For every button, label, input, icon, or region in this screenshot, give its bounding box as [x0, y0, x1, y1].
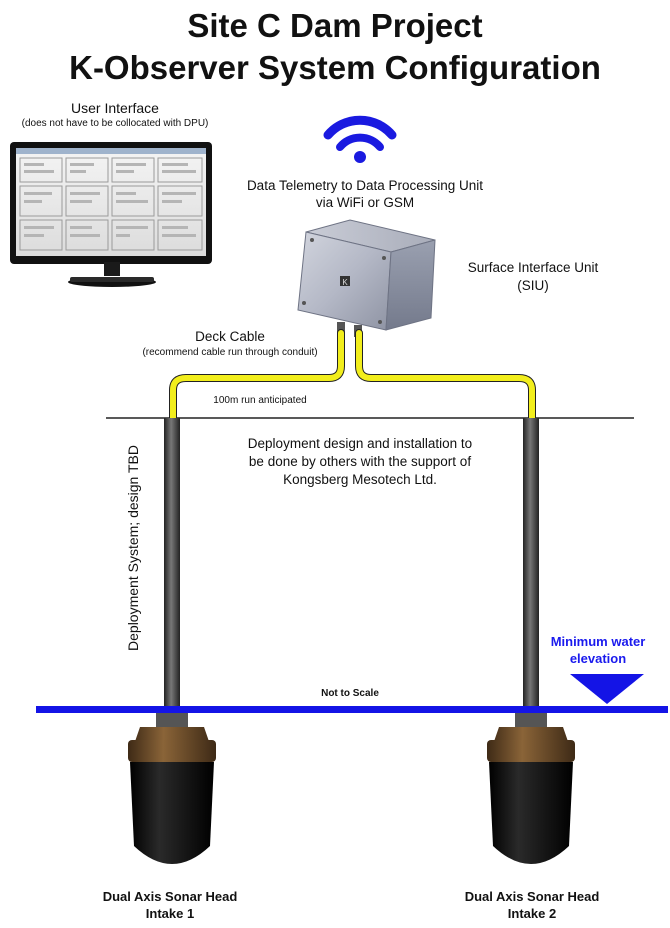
deployment-system-label: Deployment System; design TBD: [125, 445, 141, 651]
deployment-note-line1: Deployment design and installation to: [247, 436, 473, 451]
page-title-line2: K-Observer System Configuration: [69, 49, 601, 86]
sonar-head-2-label-line2: Intake 2: [507, 906, 557, 921]
deployment-note-line3: Kongsberg Mesotech Ltd.: [283, 472, 437, 487]
telemetry-label-line1: Data Telemetry to Data Processing Unit: [246, 178, 484, 193]
siu-label-line1: Surface Interface Unit: [467, 260, 599, 275]
sonar-head-icon: [487, 713, 575, 864]
monitor-icon: [10, 142, 212, 287]
deployment-pole-2: [523, 418, 539, 708]
sonar-head-1-label-line2: Intake 1: [145, 906, 195, 921]
water-label-line1: Minimum water: [550, 634, 646, 649]
siu-logo: K: [342, 278, 348, 287]
sonar-head-2-label-line1: Dual Axis Sonar Head: [464, 889, 600, 904]
user-interface-label: User Interface: [71, 100, 159, 116]
wifi-icon: [323, 115, 397, 163]
water-level-triangle-icon: [570, 674, 644, 704]
deck-cable-label: Deck Cable: [195, 329, 265, 344]
sonar-head-1-label-line1: Dual Axis Sonar Head: [102, 889, 238, 904]
run-note: 100m run anticipated: [213, 395, 307, 406]
deployment-note-line2: be done by others with the support of: [248, 454, 472, 469]
user-interface-note: (does not have to be collocated with DPU…: [21, 118, 209, 129]
siu-label-line2: (SIU): [517, 278, 549, 293]
page-title-line1: Site C Dam Project: [187, 7, 483, 44]
sonar-head-icon: [128, 713, 216, 864]
deployment-pole-1: [164, 418, 180, 708]
water-label-line2: elevation: [569, 651, 627, 666]
scale-note: Not to Scale: [321, 688, 379, 699]
water-line: [36, 706, 668, 713]
telemetry-label-line2: via WiFi or GSM: [315, 195, 415, 210]
siu-box-icon: K: [297, 219, 436, 337]
deck-cable-note: (recommend cable run through conduit): [142, 347, 318, 358]
